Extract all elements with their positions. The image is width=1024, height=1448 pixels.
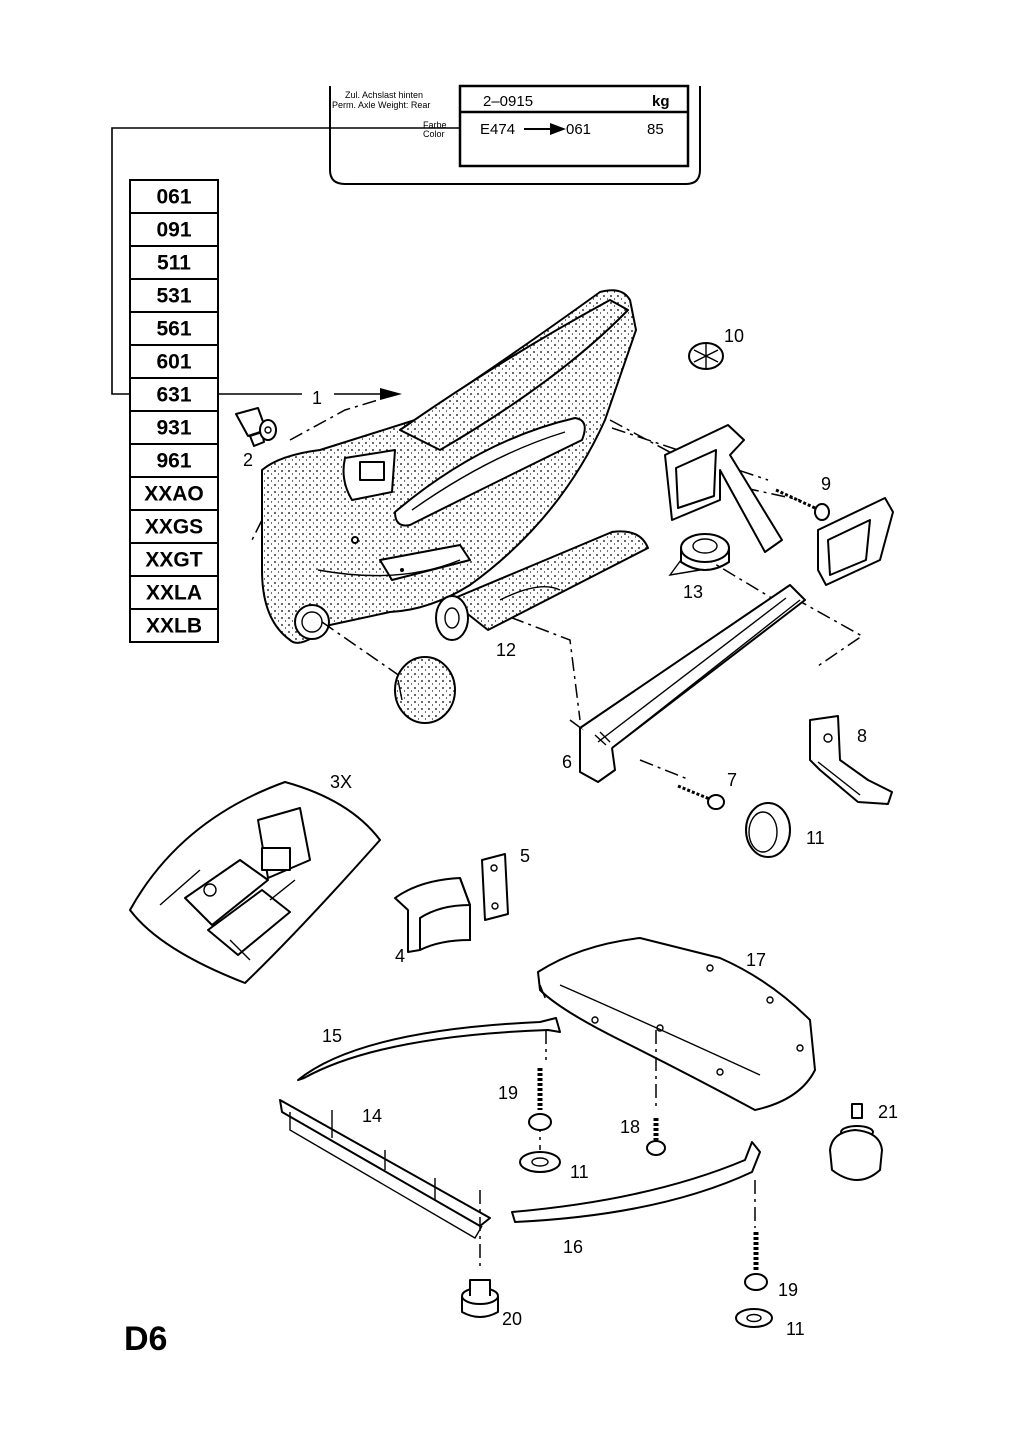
callout-18: 18 bbox=[620, 1117, 640, 1137]
callout-15: 15 bbox=[322, 1026, 342, 1046]
callout-3x: 3X bbox=[330, 772, 352, 792]
clip-assortment-bag bbox=[129, 781, 381, 984]
color-to-code: 061 bbox=[566, 121, 591, 138]
color-code-631: 631 bbox=[156, 384, 191, 407]
panel-upper-trim bbox=[399, 299, 629, 451]
callout-9: 9 bbox=[821, 474, 831, 494]
washer bbox=[519, 1151, 561, 1173]
screw bbox=[528, 1068, 552, 1131]
callout-11-washer-lower: 11 bbox=[786, 1319, 805, 1339]
callout-17: 17 bbox=[746, 950, 766, 970]
color-from-code: E474 bbox=[480, 121, 515, 138]
retaining-clip bbox=[688, 342, 724, 370]
axle-load-label-en: Perm. Axle Weight: Rear bbox=[332, 100, 430, 110]
callout-11-plug: 11 bbox=[806, 828, 825, 848]
mounting-bracket bbox=[809, 715, 893, 805]
pointer-arrow-icon bbox=[380, 388, 402, 400]
push-clip bbox=[235, 407, 277, 447]
adhesive-tape-roll bbox=[668, 533, 730, 576]
sealing-foil-roll bbox=[435, 530, 649, 641]
armrest-pocket bbox=[579, 584, 806, 783]
page-identifier: D6 bbox=[124, 1320, 167, 1358]
callout-13: 13 bbox=[683, 582, 703, 602]
nut bbox=[461, 1279, 499, 1318]
plate-leader-line bbox=[111, 127, 460, 395]
color-code-931: 931 bbox=[156, 417, 191, 440]
callout-6: 6 bbox=[562, 752, 572, 772]
callout-16: 16 bbox=[563, 1237, 583, 1257]
color-code-xxgs: XXGS bbox=[145, 516, 203, 539]
color-code-xxgt: XXGT bbox=[145, 549, 202, 572]
callout-labels: 1 2 3X 4 5 6 7 8 9 10 11 11 11 12 13 14 … bbox=[243, 326, 898, 1339]
washer bbox=[735, 1308, 773, 1328]
mounting-plate bbox=[481, 853, 509, 921]
callout-20: 20 bbox=[502, 1309, 522, 1329]
color-code-xxao: XXAO bbox=[144, 483, 204, 506]
color-code-601: 601 bbox=[156, 351, 191, 374]
plug-cap bbox=[745, 802, 791, 858]
callout-11-washer-upper: 11 bbox=[570, 1162, 589, 1182]
color-code-xxlb: XXLB bbox=[146, 615, 202, 638]
armrest-handle bbox=[394, 417, 586, 527]
color-code-xxla: XXLA bbox=[146, 582, 202, 605]
color-arrow-icon bbox=[550, 123, 566, 135]
rubber-buffer bbox=[829, 1103, 883, 1181]
callout-5: 5 bbox=[520, 846, 530, 866]
screw bbox=[775, 488, 830, 521]
callout-8: 8 bbox=[857, 726, 867, 746]
color-code-091: 091 bbox=[156, 219, 191, 242]
speaker-opening bbox=[294, 604, 330, 640]
callout-4: 4 bbox=[395, 946, 405, 966]
lower-trim-strip bbox=[511, 1141, 761, 1228]
callout-7: 7 bbox=[727, 770, 737, 790]
screw bbox=[646, 1118, 666, 1156]
identification-plate: Zul. Achslast hinten Perm. Axle Weight: … bbox=[329, 84, 701, 185]
axle-load-label-de: Zul. Achslast hinten bbox=[345, 90, 423, 100]
color-label-en: Color bbox=[423, 129, 445, 139]
axle-load-value: 2–0915 bbox=[483, 93, 533, 110]
color-code-961: 961 bbox=[156, 450, 191, 473]
door-trim-panel bbox=[261, 289, 637, 644]
callout-14: 14 bbox=[362, 1106, 382, 1126]
color-code-511: 511 bbox=[157, 252, 191, 275]
trim-strip bbox=[297, 1017, 561, 1081]
sill-cover bbox=[537, 937, 816, 1111]
callout-1: 1 bbox=[312, 388, 322, 408]
sealing-strip bbox=[279, 1099, 491, 1270]
retaining-clamp bbox=[394, 877, 471, 953]
axle-load-unit: kg bbox=[652, 93, 670, 110]
color-code-561: 561 bbox=[156, 318, 191, 341]
color-label-de: Farbe bbox=[423, 120, 447, 130]
callout-10: 10 bbox=[724, 326, 744, 346]
callout-12: 12 bbox=[496, 640, 516, 660]
callout-2: 2 bbox=[243, 450, 253, 470]
color-number: 85 bbox=[647, 121, 664, 138]
screw bbox=[744, 1232, 768, 1291]
speaker-cover bbox=[394, 656, 456, 724]
color-code-061: 061 bbox=[156, 186, 191, 209]
callout-19-lower: 19 bbox=[778, 1280, 798, 1300]
screw bbox=[677, 784, 725, 810]
color-code-531: 531 bbox=[156, 285, 191, 308]
handle-bezel bbox=[664, 424, 894, 586]
callout-19-upper: 19 bbox=[498, 1083, 518, 1103]
callout-21: 21 bbox=[878, 1102, 898, 1122]
